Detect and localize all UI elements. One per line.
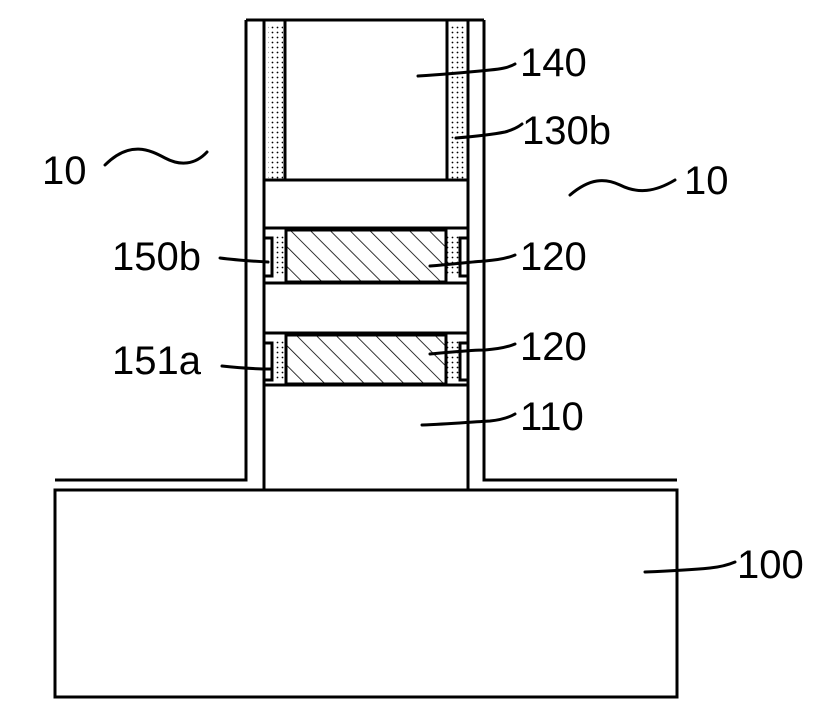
leader-channel-lower [428, 342, 517, 356]
leader-region-left [103, 147, 209, 167]
substrate-100 [53, 20, 679, 699]
leader-side-upper [218, 256, 270, 264]
leader-substrate [643, 560, 737, 574]
leader-liner [454, 122, 524, 140]
label-liner: 130b [522, 109, 611, 153]
leader-region-right [568, 178, 677, 197]
leader-side-lower [220, 364, 274, 371]
fin-stack [246, 18, 484, 490]
labels: 10 10 140 130b 150b 120 151a 120 110 100 [42, 41, 804, 587]
leader-fin [420, 412, 517, 427]
label-side-lower: 151a [112, 339, 202, 383]
leader-channel-upper [428, 253, 517, 268]
label-fin: 110 [520, 395, 584, 439]
label-region-right: 10 [684, 159, 729, 203]
label-region-left: 10 [42, 149, 87, 193]
label-channel-upper: 120 [520, 235, 587, 279]
label-side-upper: 150b [112, 235, 201, 279]
cap-140 [264, 20, 468, 182]
channel-lower-120 [264, 333, 468, 386]
leader-cap [416, 62, 517, 78]
label-channel-lower: 120 [520, 325, 587, 369]
channel-upper-120 [264, 228, 468, 284]
label-cap: 140 [520, 41, 587, 85]
label-substrate: 100 [737, 543, 804, 587]
leader-lines [103, 62, 737, 574]
